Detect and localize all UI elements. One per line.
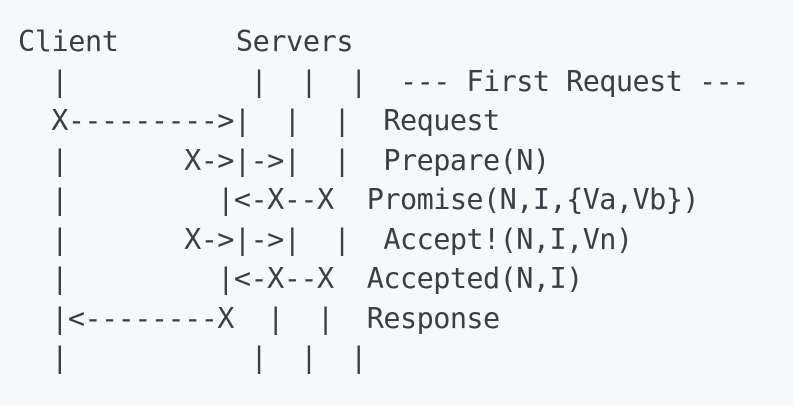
- diagram-row-response: |<--------X | | Response: [18, 301, 500, 335]
- diagram-row-request: X--------->| | | Request: [18, 104, 500, 137]
- diagram-row-accept: | X->|->| | Accept!(N,I,Vn): [18, 222, 633, 256]
- diagram-row-lifelines-bottom: | | | |: [18, 341, 384, 374]
- diagram-row-promise: | |<-X--X Promise(N,I,{Va,Vb}): [18, 183, 699, 216]
- diagram-header-row: Client Servers: [18, 25, 354, 58]
- ascii-sequence-diagram: Client Servers | | | | --- First Request…: [18, 22, 749, 378]
- diagram-row-lifelines-top: | | | | --- First Request ---: [18, 64, 749, 98]
- diagram-row-accepted: | |<-X--X Accepted(N,I): [18, 262, 583, 295]
- diagram-row-prepare: | X->|->| | Prepare(N): [18, 143, 550, 177]
